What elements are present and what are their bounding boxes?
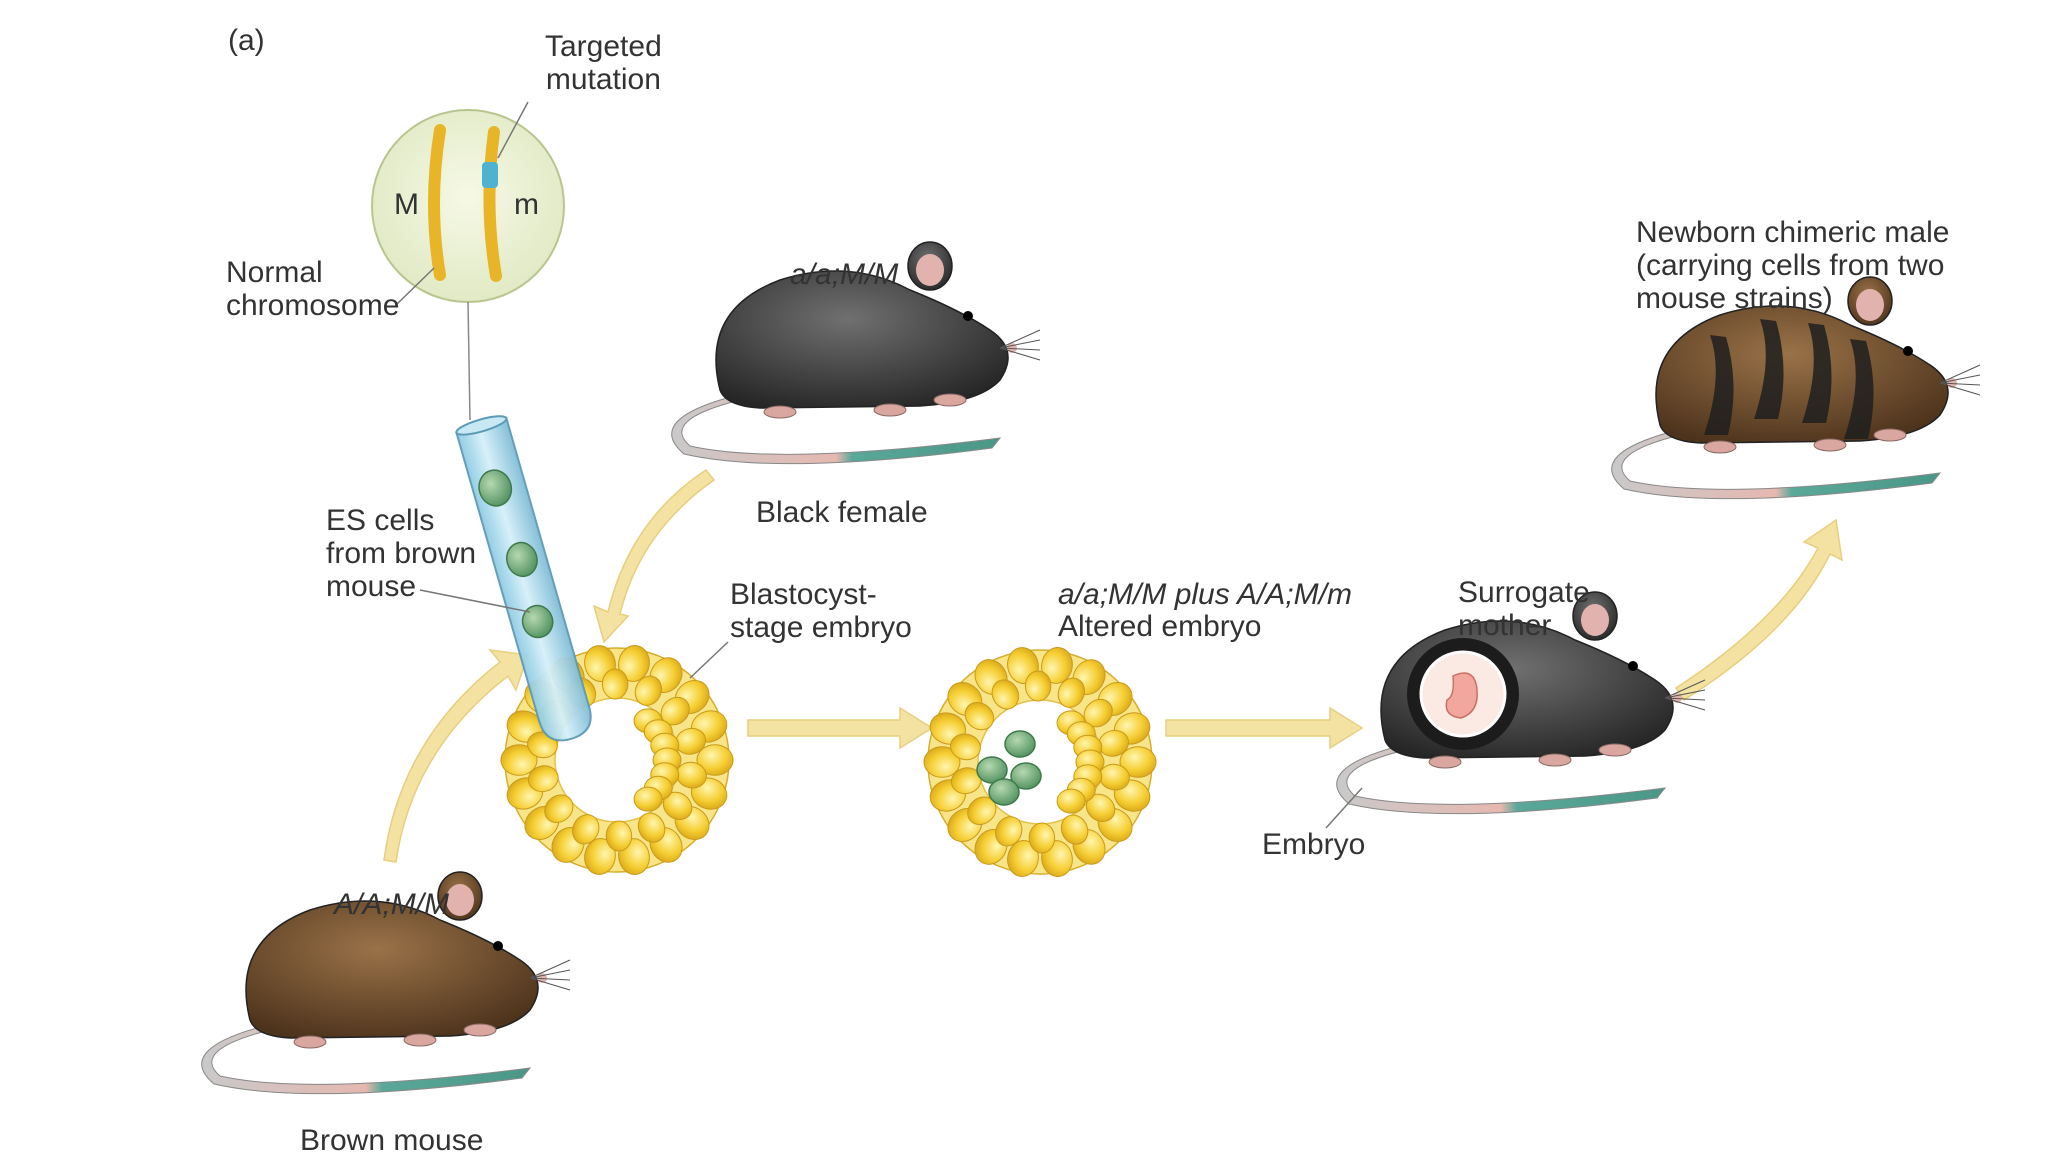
embryo-cell [1007,840,1039,877]
panel-label: (a) [228,24,265,57]
embryo-cell [637,812,666,843]
mouse-tail [671,395,1002,465]
mouse-foot [1813,438,1847,452]
embryo-cell [1041,647,1073,684]
embryo-cell [634,675,662,706]
black-female-label: Black female [756,496,928,529]
injected-es-cell [1004,730,1036,758]
embryo-cell [500,744,538,776]
mouse-ear [916,254,944,286]
embryo-cell [995,816,1023,847]
black-female-mouse [671,241,1041,465]
embryo-cell [544,794,574,823]
mouse-foot [403,1033,437,1047]
black-stripe [1704,335,1734,435]
black-stripe [1754,319,1784,419]
chromosome-circle [371,101,565,421]
mouse-tail [1611,430,1942,500]
arrow-surrogate-to-newborn [1674,518,1843,702]
mouse-eye [1903,346,1913,356]
mouse-eye [1628,661,1638,671]
mouse-foot [873,403,907,417]
embryo-cell [1119,746,1157,778]
altered-embryo [923,647,1157,877]
newborn-chimeric-mouse [1611,276,1981,500]
mouse-tail [1336,745,1667,815]
arrow-female-to-blastocyst [592,468,716,644]
embryo-cell [1024,670,1052,702]
mouse-body [245,900,539,1039]
blastocyst-label: Blastocyst- stage embryo [730,578,912,644]
embryo-cell [950,733,981,761]
embryo-cell [584,838,616,875]
brown-mouse-label: Brown mouse [300,1124,484,1157]
embryo-cell [527,765,559,793]
inner-cell-mass-cell [1056,788,1086,814]
es-cell [521,604,554,639]
black-stripe [1802,323,1832,423]
surrogate-mother-label: Surrogate mother [1458,576,1590,642]
embryo-cell [1057,677,1085,708]
arrow-altered-to-surrogate [1165,706,1364,750]
black-stripe [1844,339,1874,439]
embryo-cell [1028,822,1056,854]
targeted-mutation-label: Targeted mutation [545,30,662,96]
es-cell [506,541,538,578]
mouse-foot [763,405,797,419]
es-cells-label: ES cells from brown mouse [326,504,477,603]
mouse-ear [1581,604,1609,636]
mouse-body [715,270,1009,409]
embryo-cell [696,744,734,776]
black-female-genotype: a/a;M/M [790,258,899,291]
embryo-cell [1060,814,1089,845]
surrogate-mother-mouse [1336,591,1706,815]
embryo-label: Embryo [1262,828,1366,861]
mouse-eye [963,311,973,321]
embryo-cell [572,814,600,845]
es-cell-tube [455,415,592,742]
normal-chromosome-label: Normal chromosome [226,256,400,322]
arrow-brown-to-blastocyst [383,649,530,863]
normal-chromosome-shape [428,124,446,281]
arrow-blastocyst-to-altered [747,706,934,750]
injected-es-cell [1010,762,1042,790]
embryo-icon [1445,672,1478,719]
mouse-foot [293,1035,327,1049]
mouse-foot [1703,440,1737,454]
mouse-ear [446,884,474,916]
brown-mouse [201,871,571,1095]
embryo-cell [991,679,1020,710]
injected-es-cell [988,778,1020,806]
inner-cell-mass-cell [633,786,663,812]
mouse-eye [493,941,503,951]
mouse-tail [201,1025,532,1095]
es-cell [478,469,513,507]
mouse-foot [463,1023,497,1037]
chromosome-m-label: m [514,188,539,221]
embryo-cell [605,820,633,852]
embryo-cell [923,746,961,778]
mouse-body [1655,305,1949,444]
mouse-foot [1428,755,1462,769]
mouse-foot [1538,753,1572,767]
mouse-foot [1598,743,1632,757]
chromosome-M-label: M [394,188,419,221]
embryo-cell [964,701,995,731]
newborn-chimeric-label: Newborn chimeric male (carrying cells fr… [1636,216,1950,315]
embryo-cell [618,645,650,682]
flow-arrows [383,468,1843,863]
mouse-foot [1873,428,1907,442]
brown-mouse-genotype: A/A;M/M [334,888,450,921]
altered-embryo-label: Altered embryo [1058,610,1262,643]
mutant-chromosome-shape [483,126,502,282]
mutation-marker [482,162,498,188]
injected-es-cell [976,756,1008,784]
embryo-cell [601,668,629,700]
mouse-foot [933,393,967,407]
mouse-ear [1856,289,1884,321]
altered-embryo-genotype: a/a;M/M plus A/A;M/m [1058,578,1352,611]
